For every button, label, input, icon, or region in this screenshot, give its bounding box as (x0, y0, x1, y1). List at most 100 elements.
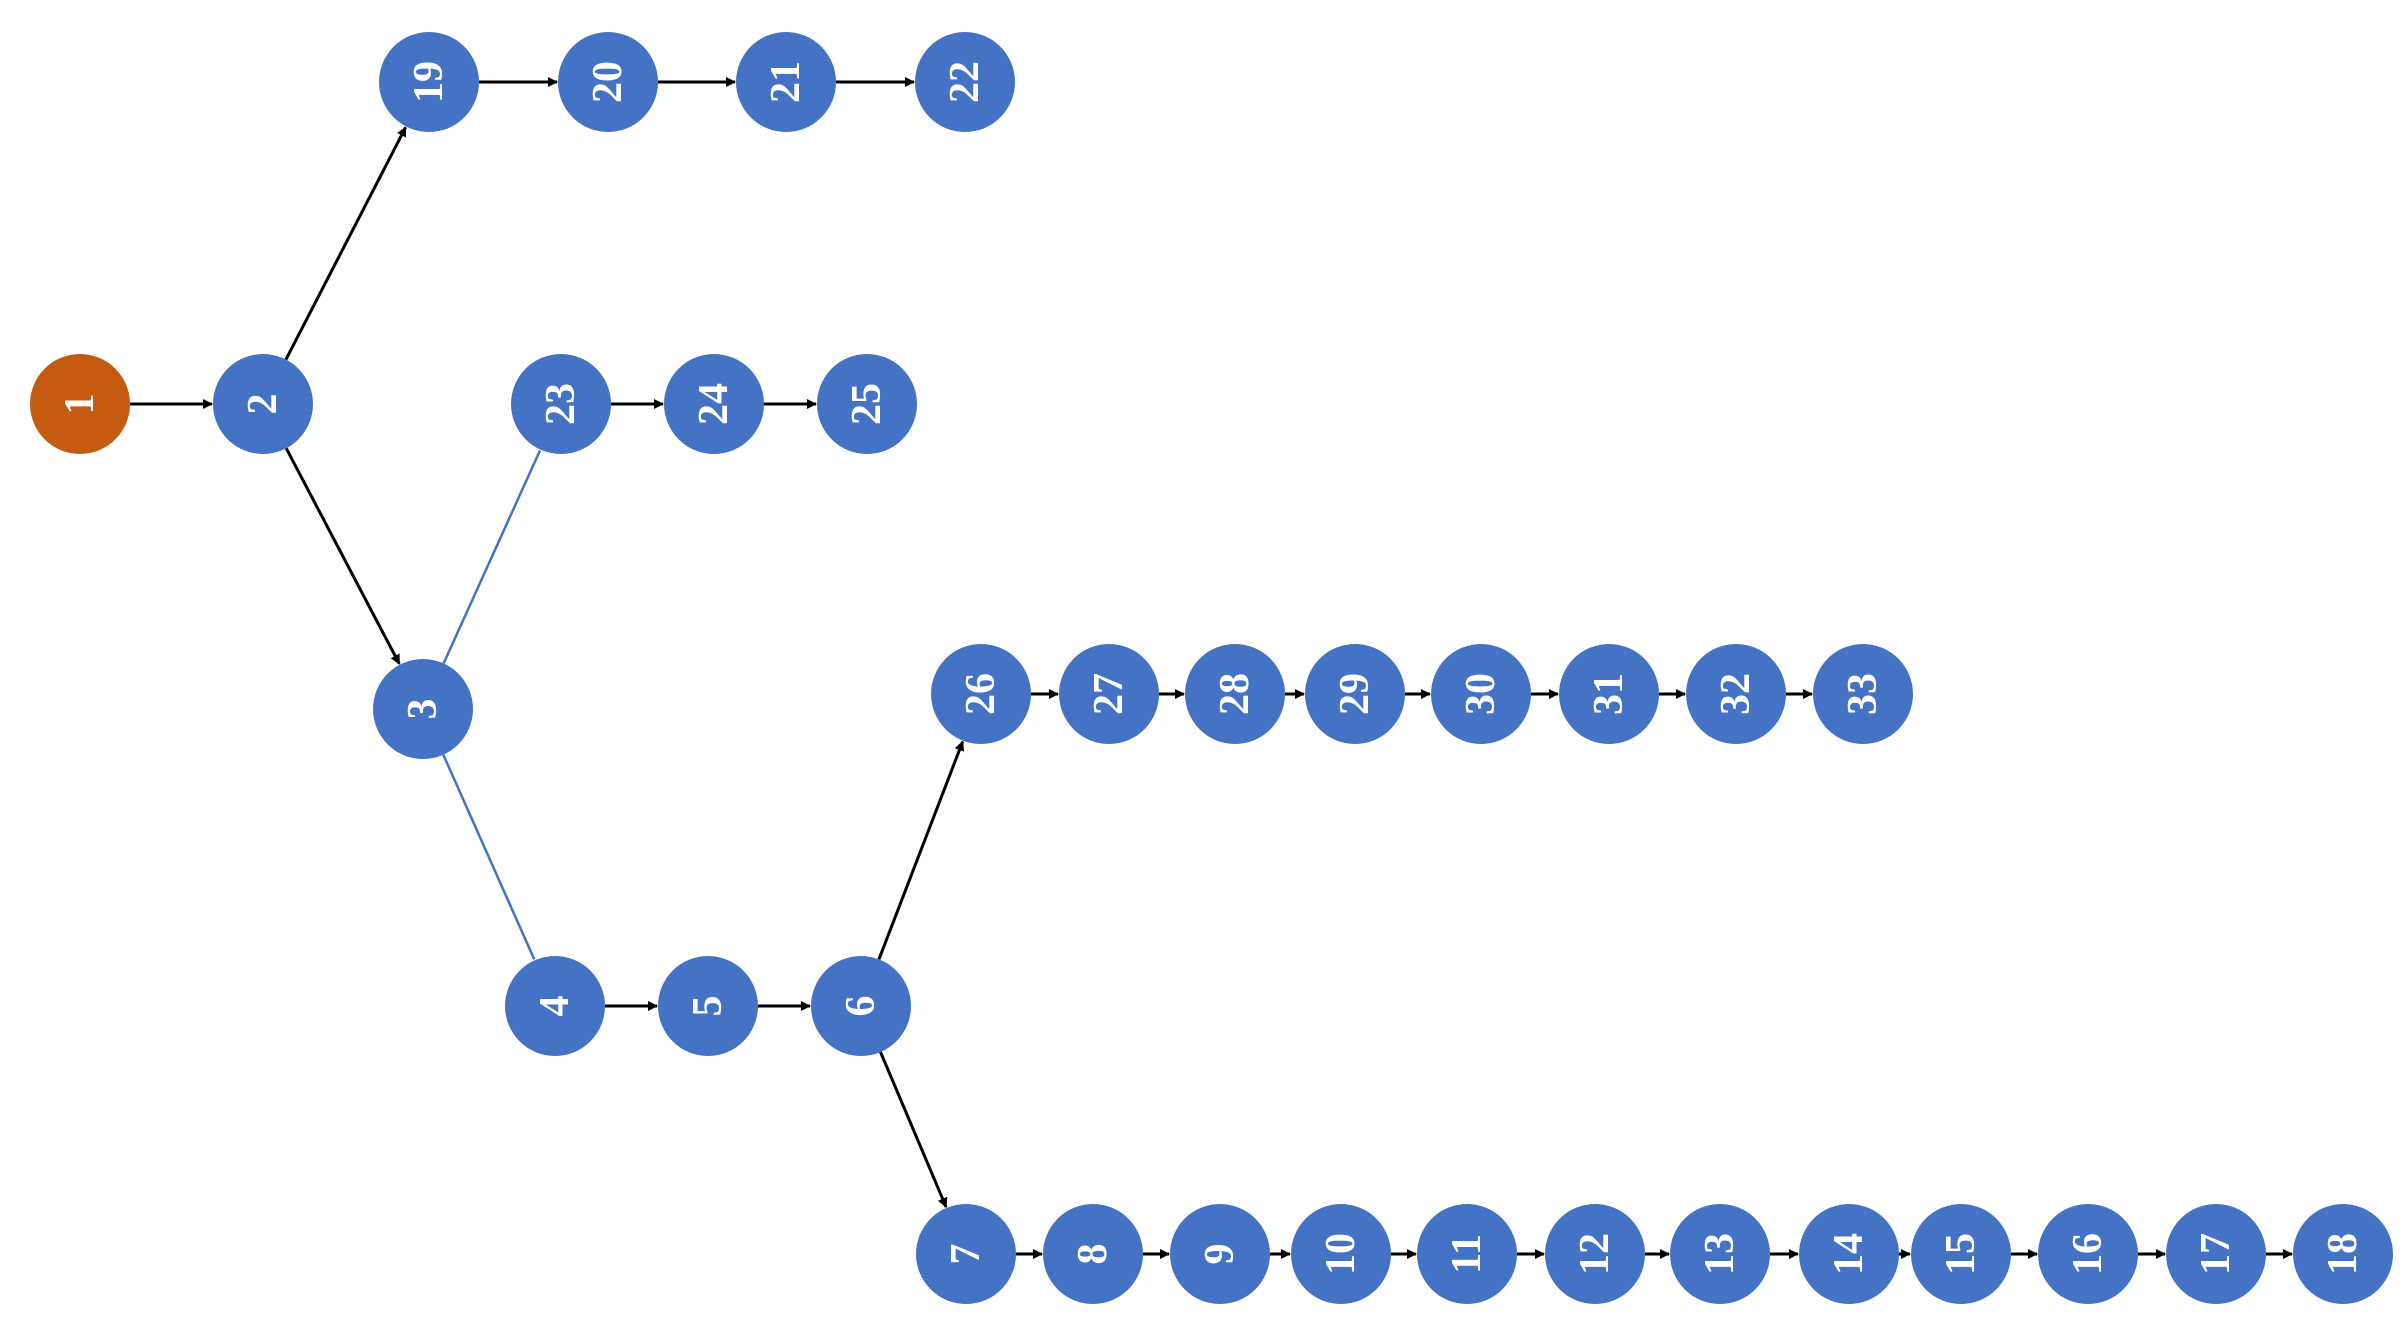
node-28: 28 (1185, 644, 1285, 744)
edge-2-3 (284, 447, 401, 665)
node-circle (811, 956, 911, 1056)
node-circle (1559, 644, 1659, 744)
node-label: 9 (1197, 1244, 1243, 1265)
node-label: 6 (838, 996, 884, 1017)
edge-3-4 (442, 754, 536, 960)
node-label: 29 (1332, 673, 1378, 715)
node-circle (2038, 1204, 2138, 1304)
node-circle (1185, 644, 1285, 744)
node-label: 22 (942, 61, 988, 103)
node-circle (1686, 644, 1786, 744)
node-circle (736, 32, 836, 132)
node-label: 30 (1458, 673, 1504, 715)
node-circle (1911, 1204, 2011, 1304)
node-circle (373, 659, 473, 759)
node-16: 16 (2038, 1204, 2138, 1304)
node-17: 17 (2166, 1204, 2266, 1304)
node-4: 4 (505, 956, 605, 1056)
node-circle (916, 1204, 1016, 1304)
node-label: 5 (685, 996, 731, 1017)
node-label: 20 (585, 61, 631, 103)
node-label: 18 (2320, 1233, 2366, 1275)
node-label: 33 (1840, 673, 1886, 715)
node-label: 7 (943, 1244, 989, 1265)
node-label: 16 (2065, 1233, 2111, 1275)
node-8: 8 (1043, 1204, 1143, 1304)
node-label: 17 (2193, 1233, 2239, 1275)
node-circle (817, 354, 917, 454)
edge-2-19 (284, 126, 407, 361)
node-13: 13 (1670, 1204, 1770, 1304)
node-11: 11 (1417, 1204, 1517, 1304)
node-label: 2 (240, 394, 286, 415)
edge-6-7 (879, 1051, 948, 1208)
node-5: 5 (658, 956, 758, 1056)
node-label: 1 (57, 394, 103, 415)
node-32: 32 (1686, 644, 1786, 744)
node-circle (1670, 1204, 1770, 1304)
node-label: 14 (1826, 1233, 1872, 1275)
node-label: 28 (1212, 673, 1258, 715)
node-label: 25 (844, 383, 890, 425)
node-circle (1059, 644, 1159, 744)
node-circle (1545, 1204, 1645, 1304)
node-circle (213, 354, 313, 454)
node-label: 21 (763, 61, 809, 103)
node-circle (931, 644, 1031, 744)
node-circle (915, 32, 1015, 132)
node-circle (1305, 644, 1405, 744)
node-circle (558, 32, 658, 132)
node-circle (30, 354, 130, 454)
node-label: 8 (1070, 1244, 1116, 1265)
node-circle (379, 32, 479, 132)
node-circle (2293, 1204, 2393, 1304)
node-19: 19 (379, 32, 479, 132)
node-label: 23 (538, 383, 584, 425)
node-circle (664, 354, 764, 454)
node-label: 26 (958, 673, 1004, 715)
node-circle (1799, 1204, 1899, 1304)
node-9: 9 (1170, 1204, 1270, 1304)
node-27: 27 (1059, 644, 1159, 744)
node-30: 30 (1431, 644, 1531, 744)
node-18: 18 (2293, 1204, 2393, 1304)
node-label: 3 (400, 699, 446, 720)
node-label: 15 (1938, 1233, 1984, 1275)
node-circle (1813, 644, 1913, 744)
node-circle (1417, 1204, 1517, 1304)
node-31: 31 (1559, 644, 1659, 744)
node-circle (1291, 1204, 1391, 1304)
node-label: 27 (1086, 673, 1132, 715)
node-label: 13 (1697, 1233, 1743, 1275)
node-25: 25 (817, 354, 917, 454)
node-label: 12 (1572, 1233, 1618, 1275)
node-33: 33 (1813, 644, 1913, 744)
node-15: 15 (1911, 1204, 2011, 1304)
node-label: 32 (1713, 673, 1759, 715)
node-label: 19 (406, 61, 452, 103)
node-26: 26 (931, 644, 1031, 744)
node-14: 14 (1799, 1204, 1899, 1304)
node-label: 4 (532, 996, 578, 1017)
node-circle (511, 354, 611, 454)
node-12: 12 (1545, 1204, 1645, 1304)
node-label: 31 (1586, 673, 1632, 715)
node-circle (2166, 1204, 2266, 1304)
node-circle (1170, 1204, 1270, 1304)
node-label: 10 (1318, 1233, 1364, 1275)
edge-3-23 (442, 449, 542, 664)
node-circle (658, 956, 758, 1056)
node-label: 24 (691, 383, 737, 425)
node-label: 11 (1444, 1234, 1490, 1274)
node-10: 10 (1291, 1204, 1391, 1304)
node-circle (505, 956, 605, 1056)
edges-layer (130, 77, 2293, 1259)
node-1: 1 (30, 354, 130, 454)
node-7: 7 (916, 1204, 1016, 1304)
node-29: 29 (1305, 644, 1405, 744)
node-21: 21 (736, 32, 836, 132)
node-23: 23 (511, 354, 611, 454)
node-24: 24 (664, 354, 764, 454)
